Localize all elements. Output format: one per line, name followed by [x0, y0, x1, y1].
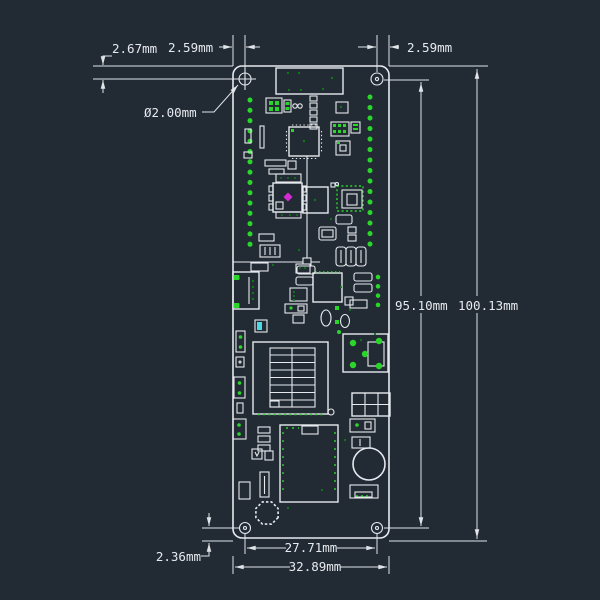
- round-button: [255, 501, 279, 525]
- left-connector: [232, 271, 260, 310]
- round-component: [352, 447, 386, 481]
- rf-shield-component: [268, 173, 307, 219]
- gps-module: [252, 341, 335, 416]
- dim-label-top-left-horizontal: 2.59mm: [168, 40, 213, 55]
- dim-label-top-right-horizontal: 2.59mm: [407, 40, 452, 55]
- pin-header-pads: [247, 94, 381, 317]
- mounting-hole-top-left: [234, 68, 256, 90]
- dim-label-hole-diameter: Ø2.00mm: [144, 105, 197, 120]
- label-backplate-right: [393, 296, 509, 313]
- bottom-right-connector: [349, 484, 379, 499]
- label-backplate-3289: [290, 561, 340, 573]
- antenna-block: [275, 67, 344, 95]
- small-passives-upper: [243, 121, 361, 175]
- dim-label-bottom-left-vertical: 2.36mm: [156, 549, 201, 564]
- bottom-left-passives: [251, 426, 274, 498]
- top-component-cluster: [265, 95, 349, 130]
- mounting-hole-bottom-left: [238, 521, 252, 535]
- mounting-hole-top-right: [370, 72, 384, 86]
- lora-chip: [302, 186, 329, 214]
- magenta-marker: [283, 192, 293, 202]
- dim-label-hole-spacing-vertical: 95.10mm: [395, 298, 448, 313]
- dim-label-top-left-vertical: 2.67mm: [112, 41, 157, 56]
- label-backplate-2771: [286, 542, 337, 554]
- dim-label-board-width: 32.89mm: [289, 559, 342, 574]
- silkscreen-traces: [233, 156, 320, 267]
- cyan-component: [254, 319, 268, 333]
- via-dots: [271, 217, 377, 510]
- dim-label-bottom-hole-spacing: 27.71mm: [285, 540, 338, 555]
- mounting-hole-bottom-right: [370, 521, 384, 535]
- gps-chip-cluster: [284, 265, 373, 334]
- esp32-chip: [285, 124, 323, 160]
- sd-connector: [349, 392, 391, 449]
- dimension-lines: [93, 35, 488, 574]
- qfn-chip: [330, 181, 364, 212]
- antenna-pad-area: [342, 333, 389, 373]
- dim-label-board-height: 100.13mm: [458, 298, 518, 313]
- board-outline: [232, 65, 390, 539]
- pcb-board: [232, 65, 391, 539]
- mid-passives: [250, 214, 367, 274]
- left-edge-parts: [232, 330, 251, 500]
- battery-holder: [279, 424, 339, 503]
